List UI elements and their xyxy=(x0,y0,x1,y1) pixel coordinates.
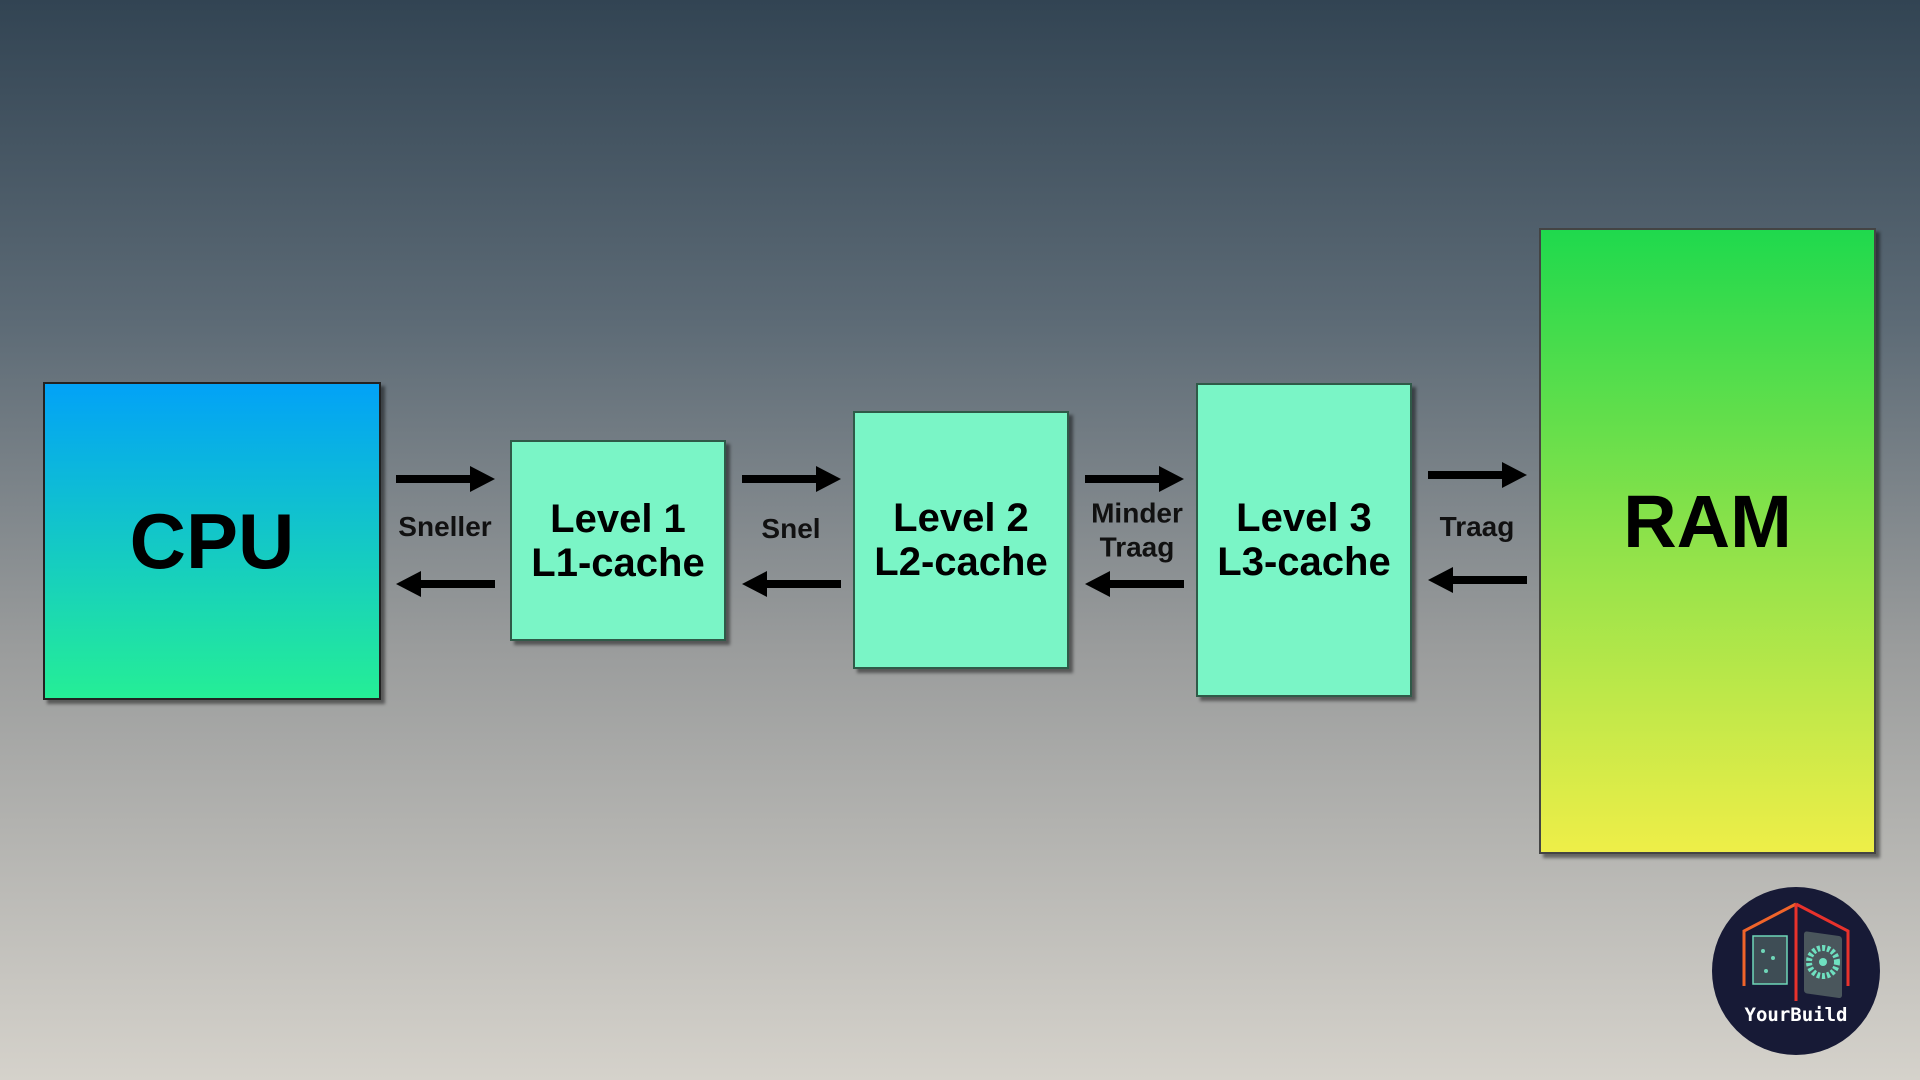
arrow-right-icon xyxy=(396,466,495,492)
link-label-snel: Snel xyxy=(761,513,821,545)
cpu-label: CPU xyxy=(129,496,295,585)
link-label-sneller: Sneller xyxy=(398,511,492,543)
ram-label: RAM xyxy=(1623,479,1792,563)
link-label-line1: Minder xyxy=(1091,497,1183,529)
arrow-right-icon xyxy=(1085,466,1184,492)
arrow-left-icon xyxy=(396,571,495,597)
arrow-left-icon xyxy=(1085,571,1184,597)
arrow-right-icon xyxy=(1428,462,1527,488)
link-label-line2: Traag xyxy=(1099,531,1175,562)
cpu-box: CPU xyxy=(43,382,381,700)
logo-emblem-icon xyxy=(1712,887,1880,1055)
l1-title: Level 1 xyxy=(550,496,686,541)
l3-subtitle: L3-cache xyxy=(1217,540,1391,584)
link-label-traag: Traag xyxy=(1439,511,1515,543)
logo-text: YourBuild xyxy=(1744,1004,1848,1026)
l3-title: Level 3 xyxy=(1236,496,1372,540)
arrow-right-icon xyxy=(742,466,841,492)
l2-subtitle: L2-cache xyxy=(874,540,1048,584)
yourbuild-logo: YourBuild xyxy=(1711,886,1881,1056)
arrow-left-icon xyxy=(1428,567,1527,593)
arrow-left-icon xyxy=(742,571,841,597)
l2-title: Level 2 xyxy=(893,496,1029,540)
l1-subtitle: L1-cache xyxy=(531,540,705,585)
ram-box: RAM xyxy=(1539,228,1876,854)
